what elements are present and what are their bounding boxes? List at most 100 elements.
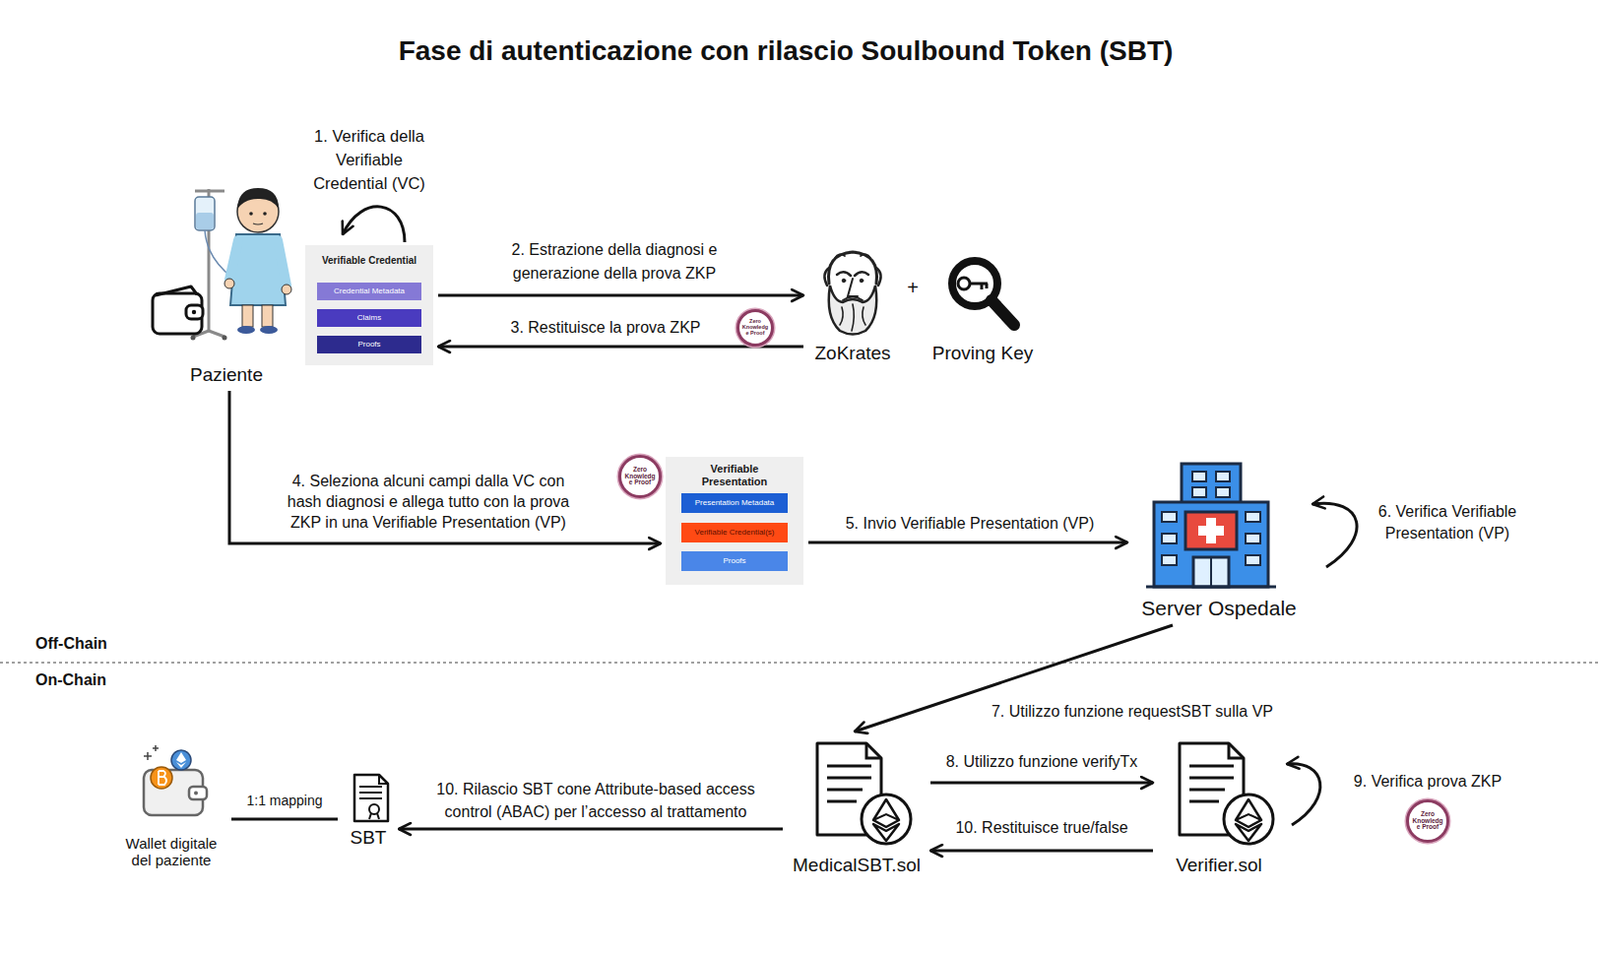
field-label: Credential Metadata	[333, 287, 405, 296]
title-box: Fase di autenticazione con rilascio Soul…	[293, 34, 1279, 68]
hospital-building	[1181, 463, 1241, 504]
sbt-document-icon	[379, 774, 388, 784]
contract-icon	[1235, 814, 1262, 821]
contract-icon	[861, 794, 911, 844]
sbt-document-icon	[369, 804, 380, 815]
badge-text: Zero Knowledge Proof	[623, 466, 657, 487]
label-box: 8. Utilizzo funzione verifyTx	[925, 751, 1158, 773]
sbt-document-icon	[354, 774, 388, 822]
flow-arrow	[930, 781, 1153, 785]
zkp-badge: Zero Knowledge Proof	[618, 454, 662, 499]
proving-key-icon	[969, 282, 988, 286]
hospital-building	[1210, 557, 1213, 587]
hospital-building	[1198, 525, 1224, 536]
zone-label: On-Chain	[35, 670, 174, 691]
plus-sign: +	[897, 273, 928, 302]
credential-field: Proofs	[317, 335, 422, 354]
contract-icon	[866, 743, 882, 759]
hospital-building	[1161, 512, 1177, 522]
label-box: On-Chain	[35, 670, 174, 691]
smart-contract: MedicalSBT.sol	[787, 736, 926, 877]
hospital-building	[1161, 555, 1177, 566]
smart-contract: Verifier.sol	[1157, 736, 1280, 877]
credential-field: Credential Metadata	[317, 282, 422, 301]
contract-icon	[1179, 743, 1274, 844]
patient-illustration	[192, 310, 196, 315]
sbt-document-icon	[359, 797, 383, 800]
patient-illustration	[186, 305, 203, 320]
patient-illustration	[253, 223, 263, 225]
sbt-document-icon	[359, 785, 383, 788]
patient-illustration	[224, 278, 235, 289]
contract-icon	[827, 776, 872, 780]
zokrates-head	[847, 278, 858, 297]
patient-figure: Paziente	[157, 183, 296, 386]
zone-label: Off-Chain	[35, 634, 174, 654]
proving-key-icon	[980, 283, 984, 290]
label-box: 2. Estrazione della diagnosi e generazio…	[486, 238, 743, 286]
patient-illustration	[191, 335, 196, 341]
contract-icon	[1228, 743, 1244, 759]
hospital-building	[1146, 585, 1277, 589]
edge-label: 2. Estrazione della diagnosi e generazio…	[486, 238, 743, 286]
patient-illustration	[249, 211, 254, 216]
contract-icon	[817, 743, 911, 844]
self-check-arrow	[1312, 503, 1357, 568]
zokrates-tool: ZoKrates	[808, 251, 897, 365]
sbt-document-icon	[369, 813, 380, 820]
patient-illustration	[222, 335, 228, 341]
edge-label: 5. Invio Verifiable Presentation (VP)	[807, 512, 1133, 535]
patient-illustration	[194, 196, 215, 231]
zkp-badge: Zero Knowledge Proof	[736, 309, 774, 347]
patient-illustration	[194, 190, 225, 193]
label-box: Off-Chain	[35, 634, 174, 654]
label-box: 1:1 mapping	[235, 791, 334, 810]
zokrates-head	[834, 254, 871, 258]
node-label: MedicalSBT.sol	[792, 854, 921, 877]
flow-arrow	[398, 828, 783, 832]
patient-wallet: Wallet digitale del paziente	[116, 748, 227, 869]
hospital-building	[1245, 533, 1261, 544]
step-note: 1. Verifica della Verifiable Credential …	[300, 124, 439, 195]
proving-key-icon	[991, 300, 1015, 325]
node-label: ZoKrates	[814, 342, 891, 365]
crypto-wallet-icon	[193, 791, 198, 796]
patient-illustration	[152, 293, 202, 334]
patient-illustration	[237, 325, 256, 334]
contract-icon	[1189, 765, 1234, 768]
field-label: Presentation Metadata	[695, 499, 775, 508]
edge-label: 1:1 mapping	[235, 791, 334, 810]
sbt-document-icon	[354, 774, 388, 822]
card-heading: Verifiable Credential	[310, 255, 429, 267]
label-box: 5. Invio Verifiable Presentation (VP)	[807, 512, 1133, 535]
flow-arrow	[808, 541, 1128, 545]
patient-illustration	[195, 212, 214, 230]
hospital-building	[1185, 512, 1237, 550]
hospital-building	[1192, 487, 1207, 498]
flow-arrow	[229, 390, 661, 544]
zokrates-head	[839, 304, 866, 331]
node-label: Verifier.sol	[1175, 854, 1263, 877]
self-check-arrow	[1286, 764, 1321, 826]
crypto-wallet-icon	[143, 745, 207, 816]
sbt-document-icon	[359, 791, 383, 794]
label-box: 7. Utilizzo funzione requestSBT sulla VP	[969, 701, 1295, 723]
contract-icon	[1235, 799, 1262, 828]
node-label: Wallet digitale del paziente	[116, 834, 227, 870]
patient-illustration	[259, 325, 278, 334]
zokrates-head	[859, 278, 864, 283]
card-heading: Verifiable Presentation	[693, 462, 776, 489]
presentation-field: Presentation Metadata	[681, 493, 788, 513]
flow-arrow	[930, 849, 1153, 853]
edge-label: 4. Seleziona alcuni campi dalla VC con h…	[275, 470, 581, 533]
patient-illustration	[230, 234, 286, 306]
hospital-building	[1216, 487, 1230, 498]
patient-illustration	[281, 284, 292, 295]
zokrates-head	[824, 267, 881, 286]
badge-text: Zero Knowledge Proof	[1410, 811, 1445, 832]
label-box: 9. Verifica prova ZKP	[1319, 770, 1536, 793]
patient-illustration	[261, 305, 273, 327]
presentation-card: Verifiable PresentationPresentation Meta…	[665, 456, 804, 585]
label-box: 4. Seleziona alcuni campi dalla VC con h…	[275, 470, 581, 533]
badge-text: Zero Knowledge Proof	[741, 319, 770, 336]
